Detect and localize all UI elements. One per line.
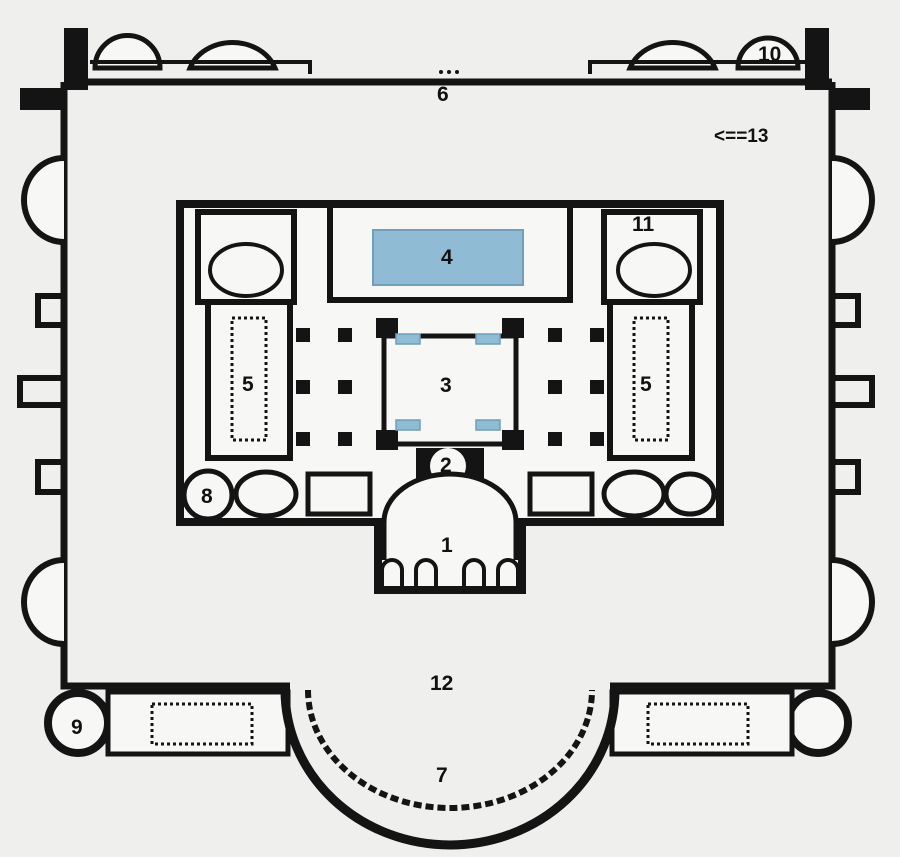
- label-12: 12: [430, 672, 454, 695]
- entrance-gap: [439, 70, 459, 74]
- label-3: 3: [440, 374, 452, 397]
- upper-hall-domes: [208, 242, 692, 298]
- caldarium: [381, 471, 519, 560]
- label-13: <==13: [714, 126, 769, 147]
- label-5-left: 5: [242, 373, 254, 396]
- label-6: 6: [437, 83, 449, 106]
- top-wall-strip: [90, 60, 805, 74]
- label-1: 1: [441, 534, 453, 557]
- frigidarium-basins: [395, 333, 501, 431]
- natatio-pool: [372, 229, 524, 286]
- bottom-corner-towers: [44, 689, 852, 757]
- label-7: 7: [436, 764, 448, 787]
- outer-enclosure-wall: [60, 78, 836, 690]
- frigidarium-hall: [381, 333, 519, 447]
- side-niches: [17, 293, 875, 495]
- label-4: 4: [441, 246, 453, 269]
- label-11: 11: [632, 213, 655, 236]
- label-10: 10: [758, 43, 782, 66]
- palaestrae: [205, 299, 695, 461]
- top-corner-towers: [20, 28, 870, 110]
- label-2: 2: [440, 454, 452, 477]
- natatio-frame: [327, 204, 573, 303]
- lower-side-rooms: [181, 468, 717, 522]
- label-5-right: 5: [640, 373, 652, 396]
- label-9: 9: [71, 716, 83, 739]
- label-8: 8: [201, 485, 213, 508]
- side-exedrae: [21, 155, 875, 647]
- stadium-exedra: [280, 689, 620, 850]
- caldarium-niches: [380, 558, 520, 586]
- bottom-wing-inner-rooms: [150, 702, 750, 746]
